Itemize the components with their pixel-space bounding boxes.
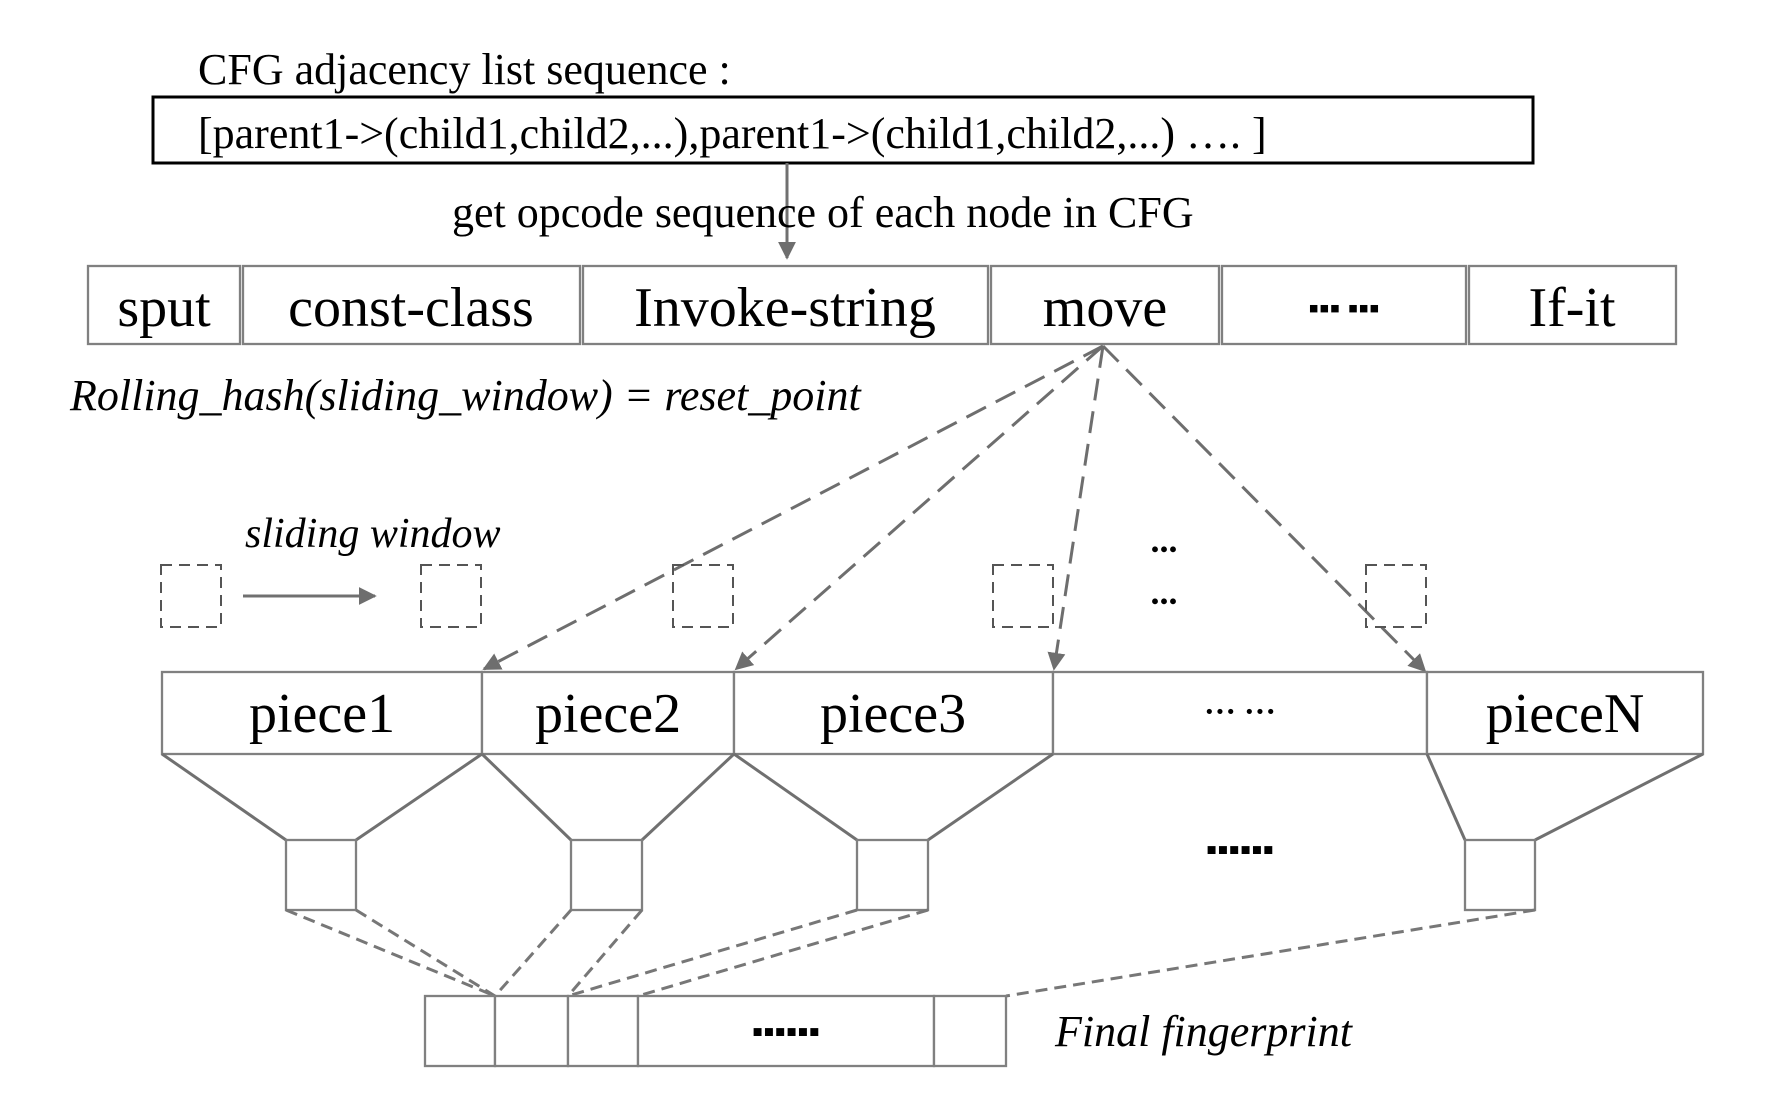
reset-arrow-n bbox=[1101, 344, 1427, 673]
piece-label-ellipsis: ··· ··· bbox=[1204, 693, 1276, 729]
opcode-label-invoke-string: Invoke-string bbox=[634, 277, 936, 339]
adjacency-list-text: [parent1->(child1,child2,...),parent1->(… bbox=[198, 109, 1267, 158]
fingerprint-link-3a bbox=[567, 908, 858, 998]
funnel-n-left bbox=[1425, 753, 1467, 841]
funnel-1-left bbox=[161, 752, 287, 842]
funnel-2-left bbox=[480, 752, 573, 842]
opcode-cell-ellipsis bbox=[1220, 264, 1468, 346]
opcode-cell-const-class bbox=[241, 264, 582, 346]
piece-label-2: piece2 bbox=[535, 683, 681, 745]
fingerprint-cell-n bbox=[932, 994, 1008, 1068]
opcode-cell-if-it bbox=[1467, 264, 1678, 346]
sliding-window-box-1 bbox=[420, 564, 482, 628]
reset-arrow-2 bbox=[734, 344, 1104, 671]
opcode-label-const-class: const-class bbox=[288, 277, 534, 339]
adjacency-title: CFG adjacency list sequence : bbox=[198, 45, 731, 94]
hash-box-1 bbox=[284, 838, 358, 912]
hash-ellipsis: ▪▪▪▪▪▪ bbox=[1206, 831, 1274, 867]
fingerprint-ellipsis: ▪▪▪▪▪▪ bbox=[752, 1013, 820, 1049]
opcode-label-if-it: If-it bbox=[1528, 277, 1616, 339]
hash-boxes bbox=[284, 838, 1537, 912]
fingerprint-cell-2 bbox=[493, 994, 570, 1068]
reset-point-arrows bbox=[482, 344, 1427, 673]
piece-label-n: pieceN bbox=[1486, 683, 1645, 745]
piece-label-1: piece1 bbox=[249, 683, 395, 745]
vertical-ellipsis-bottom: ... bbox=[1151, 572, 1178, 612]
hash-box-n bbox=[1463, 838, 1537, 912]
reset-arrow-3 bbox=[1047, 345, 1105, 671]
sliding-window-boxes bbox=[160, 564, 1427, 628]
funnel-3-left bbox=[733, 752, 858, 842]
hash-box-2 bbox=[569, 838, 644, 912]
funnel-n-right bbox=[1534, 752, 1704, 842]
opcode-cell-invoke-string bbox=[581, 264, 990, 346]
funnel-1-right bbox=[355, 752, 483, 842]
fingerprint-link-1b bbox=[355, 908, 496, 998]
funnel-2-right bbox=[640, 752, 736, 842]
opcode-cell-sput bbox=[86, 264, 242, 346]
reset-arrow-1 bbox=[482, 344, 1104, 671]
final-fingerprint-label: Final fingerprint bbox=[1054, 1007, 1354, 1056]
funnel-3-right bbox=[927, 752, 1054, 842]
opcode-label-sput: sput bbox=[117, 277, 211, 339]
piece-cell-3 bbox=[732, 670, 1055, 756]
vertical-ellipsis-top: ... bbox=[1151, 520, 1178, 560]
fingerprint-link-2a bbox=[493, 909, 573, 997]
pieces-row: piece1 piece2 piece3 ··· ··· pieceN bbox=[160, 670, 1705, 756]
hash-box-3 bbox=[855, 838, 930, 912]
fingerprint-link-1a bbox=[285, 908, 496, 998]
sliding-window-label: sliding window bbox=[245, 511, 501, 557]
fingerprint-link-3b bbox=[637, 908, 929, 998]
sliding-window-box-start bbox=[160, 564, 222, 628]
piece-cell-n bbox=[1425, 670, 1705, 756]
final-fingerprint-row: ▪▪▪▪▪▪ bbox=[423, 994, 1008, 1068]
opcode-label-ellipsis: ▪▪▪ ▪▪▪ bbox=[1308, 292, 1379, 325]
fingerprint-cell-3 bbox=[566, 994, 640, 1068]
opcode-cell-move bbox=[989, 264, 1221, 346]
sliding-window-box-3 bbox=[992, 564, 1054, 628]
fingerprint-cell-1 bbox=[423, 994, 497, 1068]
opcode-caption: get opcode sequence of each node in CFG bbox=[452, 188, 1194, 237]
piece-label-3: piece3 bbox=[820, 683, 966, 745]
sliding-window-box-n bbox=[1365, 564, 1427, 628]
opcode-row: sput const-class Invoke-string move ▪▪▪ … bbox=[86, 264, 1678, 346]
hash-funnels bbox=[161, 752, 1704, 842]
fingerprint-link-na bbox=[1005, 908, 1536, 998]
opcode-label-move: move bbox=[1043, 277, 1167, 339]
fingerprint-links bbox=[285, 908, 1536, 998]
piece-cell-1 bbox=[160, 670, 484, 756]
piece-cell-ellipsis bbox=[1051, 670, 1429, 756]
fingerprint-link-2b bbox=[566, 909, 644, 997]
adjacency-list-box bbox=[151, 95, 1535, 165]
sliding-window-box-2 bbox=[672, 564, 734, 628]
rolling-hash-label: Rolling_hash(sliding_window) = reset_poi… bbox=[69, 371, 863, 420]
